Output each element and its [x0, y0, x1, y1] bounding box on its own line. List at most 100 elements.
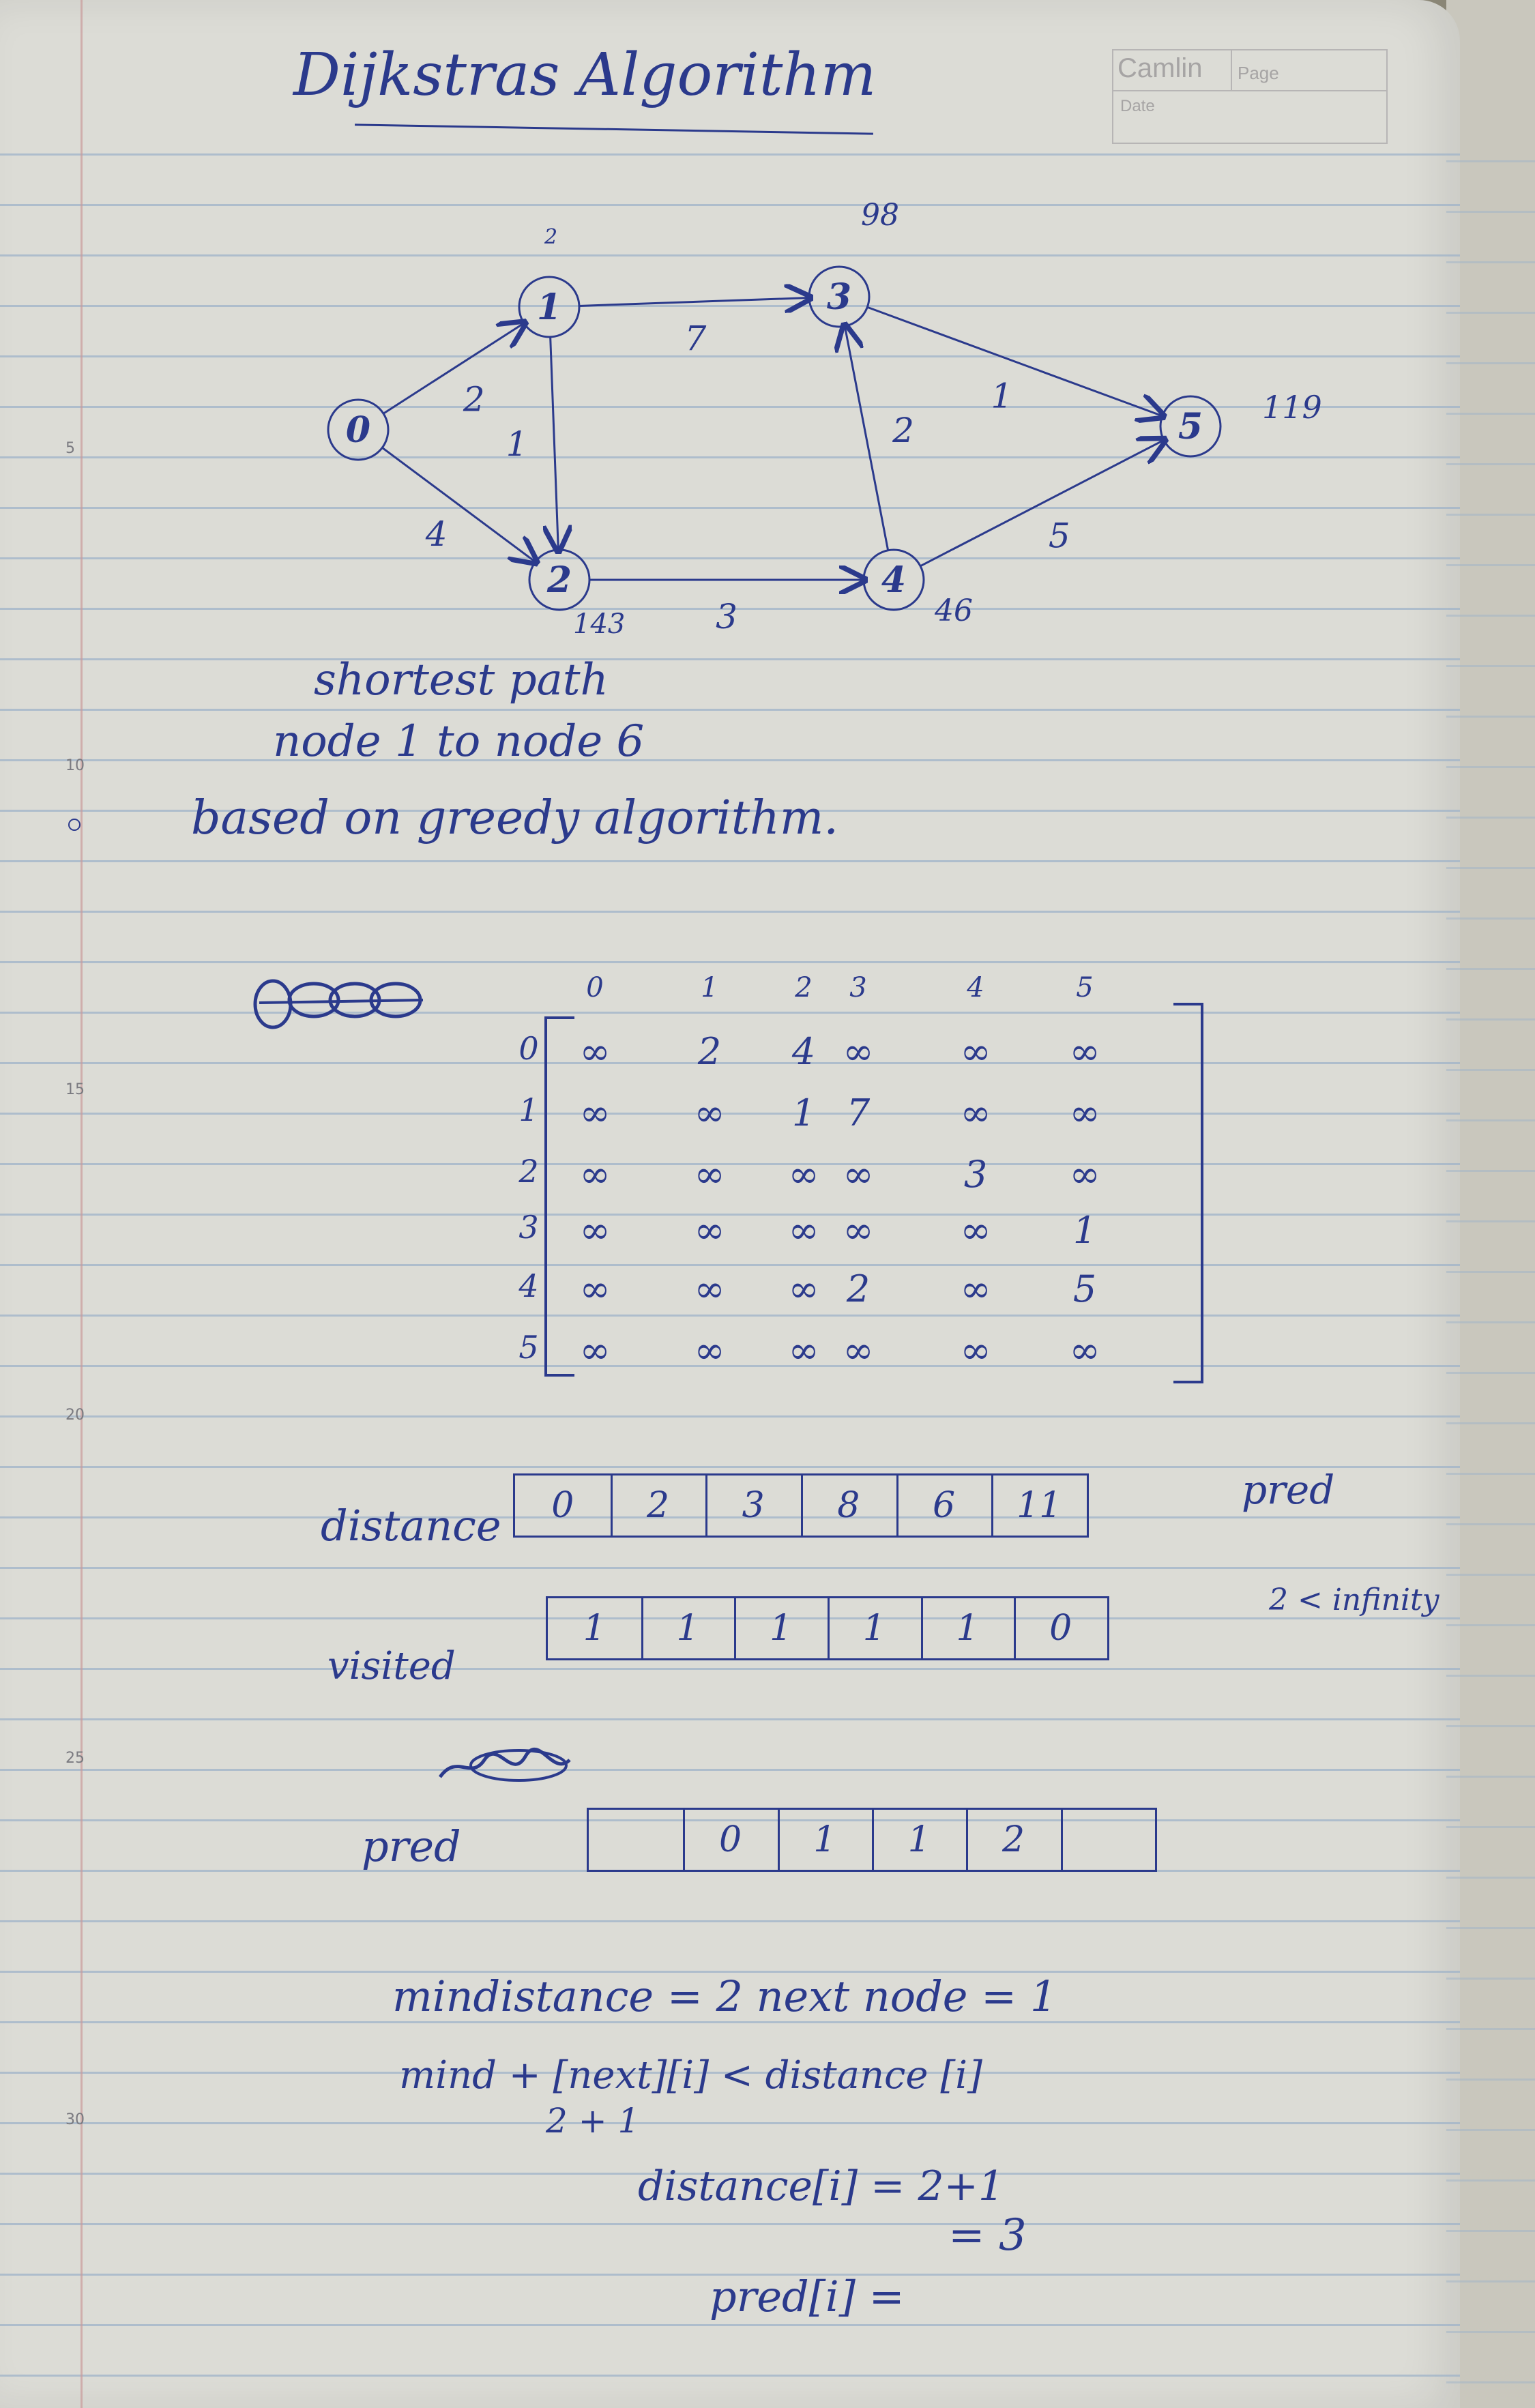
ruled-line [0, 1466, 1460, 1468]
graph-node-label-1: 1 [537, 287, 561, 328]
date-label: Date [1120, 97, 1155, 115]
visited-cell: 1 [770, 1608, 793, 1649]
edge-4-3 [845, 326, 890, 551]
ruled-line [0, 961, 1460, 963]
work-line-1: mindistance = 2 next node = 1 [392, 1971, 1057, 2021]
ruled-line [0, 1819, 1460, 1821]
ruled-line [0, 658, 1460, 660]
ruled-line [0, 1365, 1460, 1367]
ruled-line-next-page [1446, 1372, 1535, 1374]
ruled-line [0, 204, 1460, 206]
ruled-line-next-page [1446, 766, 1535, 768]
visited-cell: 0 [1049, 1608, 1072, 1649]
note-node-to-node: node 1 to node 6 [273, 716, 645, 767]
ruled-line-next-page [1446, 2079, 1535, 2081]
matrix-col-header: 2 [795, 972, 813, 1003]
ruled-line-next-page [1446, 1473, 1535, 1475]
graph-node-label-0: 0 [346, 409, 370, 451]
matrix-right-bracket [1173, 1003, 1203, 1383]
matrix-cell: ∞ [1069, 1329, 1100, 1372]
ruled-line [0, 1971, 1460, 1973]
ruled-line [0, 810, 1460, 812]
pred-divider [777, 1810, 780, 1870]
matrix-row-header: 4 [518, 1267, 539, 1304]
ruled-line-next-page [1446, 968, 1535, 970]
next-page-edge [1446, 0, 1535, 2408]
matrix-cell: ∞ [843, 1030, 874, 1073]
distance-divider [801, 1475, 803, 1536]
matrix-cell: ∞ [694, 1329, 725, 1372]
distance-divider [896, 1475, 898, 1536]
line-number: 20 [65, 1407, 85, 1424]
ruled-line [0, 1718, 1460, 1720]
ruled-line-next-page [1446, 312, 1535, 314]
pred-cell: 1 [813, 1819, 836, 1860]
edge-weight-0-1: 2 [463, 379, 485, 419]
graph-node-2 [528, 548, 591, 611]
graph-node-label-3: 3 [827, 276, 851, 318]
matrix-cell: ∞ [960, 1091, 991, 1134]
node4-distance-note: 46 [935, 593, 973, 628]
matrix-cell: 7 [846, 1091, 871, 1134]
ruled-line [0, 1163, 1460, 1165]
work-line-5: pred[i] = [710, 2272, 905, 2321]
ruled-line [0, 1668, 1460, 1670]
ruled-line [0, 456, 1460, 458]
ruled-line-next-page [1446, 917, 1535, 920]
edge-weight-4-5: 5 [1049, 516, 1070, 555]
ruled-line [0, 1516, 1460, 1518]
graph-node-1 [518, 276, 581, 338]
line-number: 15 [65, 1081, 85, 1098]
bullet-dot [68, 819, 81, 831]
matrix-cell: ∞ [788, 1153, 819, 1196]
work-line-2: mind + [next][i] < distance [i] [399, 2053, 982, 2098]
note-shortest-path: shortest path [314, 655, 609, 705]
scribble-circles [252, 975, 437, 1030]
ruled-line-next-page [1446, 1321, 1535, 1323]
matrix-row-header: 0 [518, 1030, 539, 1067]
scribble-word [437, 1739, 573, 1787]
pred-cell: 1 [907, 1819, 931, 1860]
ruled-line [0, 1617, 1460, 1619]
ruled-line [0, 1062, 1460, 1064]
matrix-cell: ∞ [960, 1030, 991, 1073]
ruled-line-next-page [1446, 615, 1535, 617]
ruled-line [0, 1920, 1460, 1922]
ruled-line-next-page [1446, 1271, 1535, 1273]
visited-divider [734, 1598, 737, 1658]
page-date-box: Camlin Page Date [1112, 49, 1388, 144]
ruled-line [0, 911, 1460, 913]
edge-0-2 [381, 447, 535, 561]
node3-distance-note: 98 [861, 198, 899, 233]
ruled-line-next-page [1446, 1877, 1535, 1879]
pred-cell [1061, 1810, 1155, 1870]
ruled-line-next-page [1446, 2280, 1535, 2282]
ruled-line-next-page [1446, 1018, 1535, 1021]
line-number: 25 [65, 1750, 85, 1767]
matrix-cell: 1 [791, 1091, 816, 1134]
graph-node-3 [808, 265, 871, 328]
brand-logo: Camlin [1117, 53, 1203, 83]
ruled-line-next-page [1446, 867, 1535, 869]
matrix-cell: ∞ [694, 1153, 725, 1196]
ruled-line [0, 2274, 1460, 2276]
visited-cell: 1 [583, 1608, 606, 1649]
visited-cell: 1 [862, 1608, 886, 1649]
matrix-cell: ∞ [579, 1267, 611, 1310]
matrix-cell: ∞ [579, 1030, 611, 1073]
page-heading: Dijkstras Algorithm [293, 41, 877, 109]
ruled-line [0, 1315, 1460, 1317]
graph-node-0 [327, 398, 390, 461]
ruled-line [0, 1113, 1460, 1115]
note-greedy: based on greedy algorithm. [191, 791, 839, 845]
ruled-line [0, 709, 1460, 711]
distance-divider [991, 1475, 994, 1536]
page-label: Page [1238, 63, 1279, 83]
matrix-col-header: 0 [586, 972, 604, 1003]
ruled-line [0, 254, 1460, 256]
matrix-cell: ∞ [788, 1329, 819, 1372]
matrix-col-header: 5 [1076, 972, 1094, 1003]
